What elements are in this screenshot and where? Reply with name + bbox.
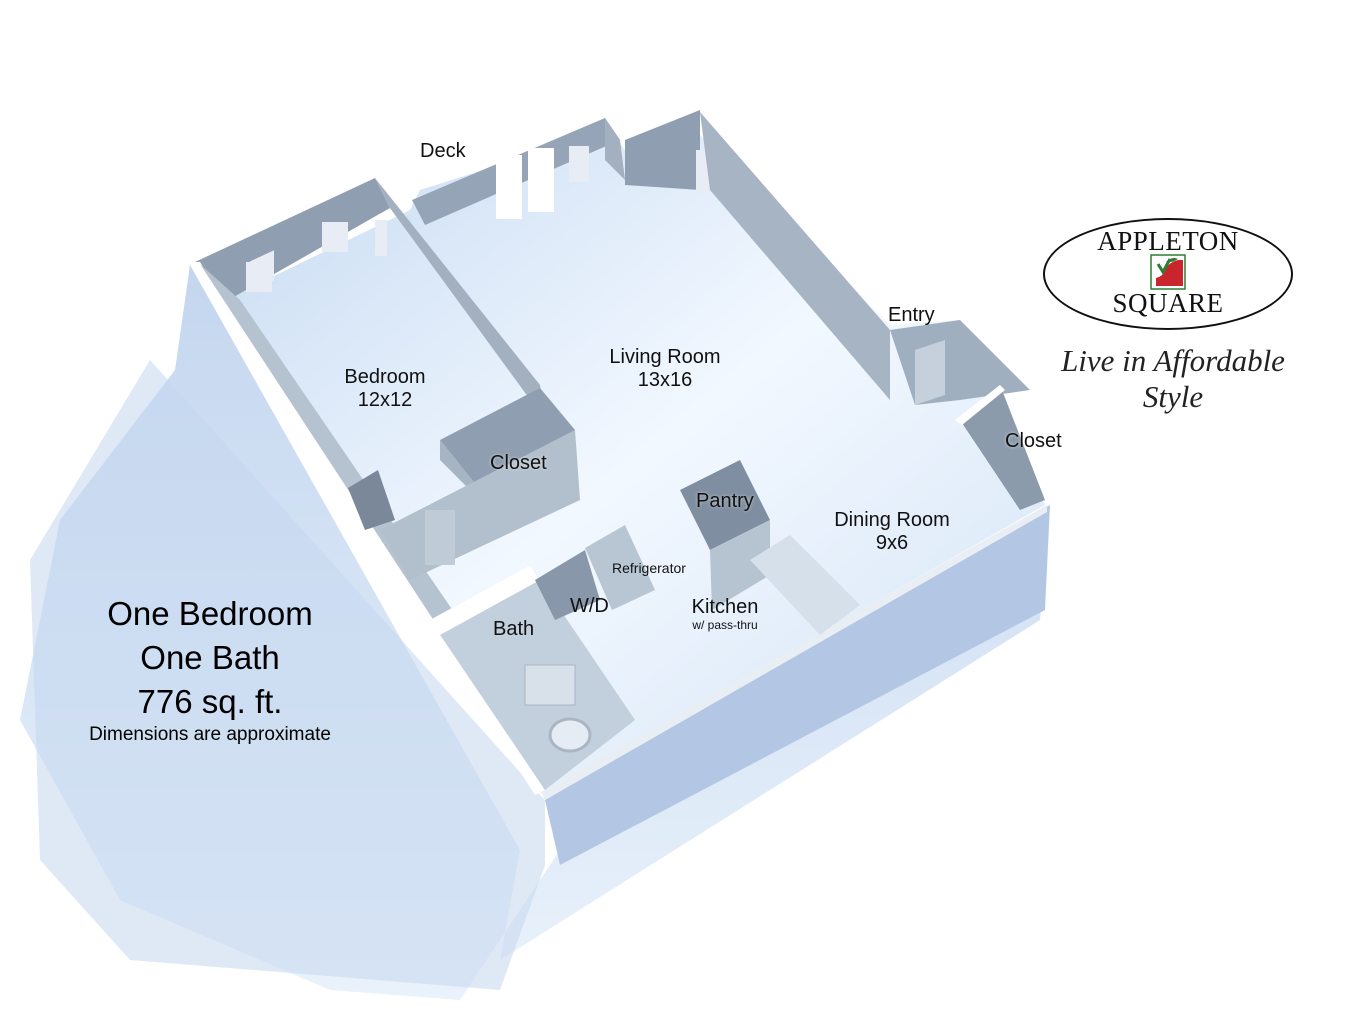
toilet: [548, 717, 592, 753]
entry-label: Entry: [888, 304, 935, 326]
entry-closet: [960, 385, 1045, 510]
vanity: [524, 664, 576, 706]
pass-thru-counter: [750, 535, 860, 635]
room-label-bedroom-closet: Closet: [490, 452, 547, 475]
room-name: Pantry: [696, 490, 754, 512]
tagline: Live in Affordable Style: [1061, 343, 1285, 414]
deck-label: Deck: [420, 140, 466, 162]
appleton-square-logo: APPLETON SQUARE: [1043, 218, 1293, 330]
logo-text-square: SQUARE: [1112, 288, 1224, 318]
wd-closet: [535, 550, 600, 620]
pantry: [680, 460, 770, 550]
room-name: Living Room: [609, 346, 721, 368]
room-label-bath: Bath: [493, 618, 534, 641]
unit-info: One Bedroom One Bath 776 sq. ft. Dimensi…: [60, 592, 360, 746]
bedroom-back-wall: [195, 178, 390, 298]
room-name: Closet: [1005, 430, 1062, 452]
room-label-kitchen: Kitchen w/ pass-thru: [680, 596, 770, 633]
room-dimensions: 9x6: [875, 532, 909, 554]
refrigerator-label: Refrigerator: [612, 560, 686, 576]
room-name: Dining Room: [834, 509, 950, 531]
room-label-bedroom: Bedroom 12x12: [330, 366, 440, 412]
room-dimensions: 13x16: [637, 369, 693, 391]
square-footage: 776 sq. ft.: [137, 683, 283, 720]
bath-count: One Bath: [140, 639, 280, 676]
entry-door: [915, 340, 945, 405]
room-name: Bath: [493, 618, 535, 640]
room-label-dining-room: Dining Room 9x6: [816, 509, 968, 555]
bedroom-count: One Bedroom: [107, 595, 313, 632]
kitchen-note: w/ pass-thru: [692, 618, 758, 632]
room-dimensions: 12x12: [357, 389, 413, 411]
logo-text-appleton: APPLETON: [1097, 226, 1239, 256]
deck-door: [496, 155, 522, 219]
room-label-wd: W/D: [570, 595, 609, 618]
apple-icon: [1150, 254, 1186, 290]
entry-walls: [890, 320, 1030, 405]
room-name: Bedroom: [344, 366, 426, 388]
dimensions-disclaimer: Dimensions are approximate: [89, 724, 331, 745]
outer-wall-front: [540, 505, 1047, 800]
room-name: W/D: [570, 595, 609, 617]
room-label-entry-closet: Closet: [1005, 430, 1062, 453]
room-name: Kitchen: [691, 596, 759, 618]
refrigerator: [585, 525, 655, 610]
bedroom-closet: [440, 388, 575, 490]
room-label-pantry: Pantry: [696, 490, 754, 513]
room-label-living-room: Living Room 13x16: [590, 346, 740, 392]
living-right-wall: [700, 110, 900, 325]
room-name: Closet: [490, 452, 547, 474]
